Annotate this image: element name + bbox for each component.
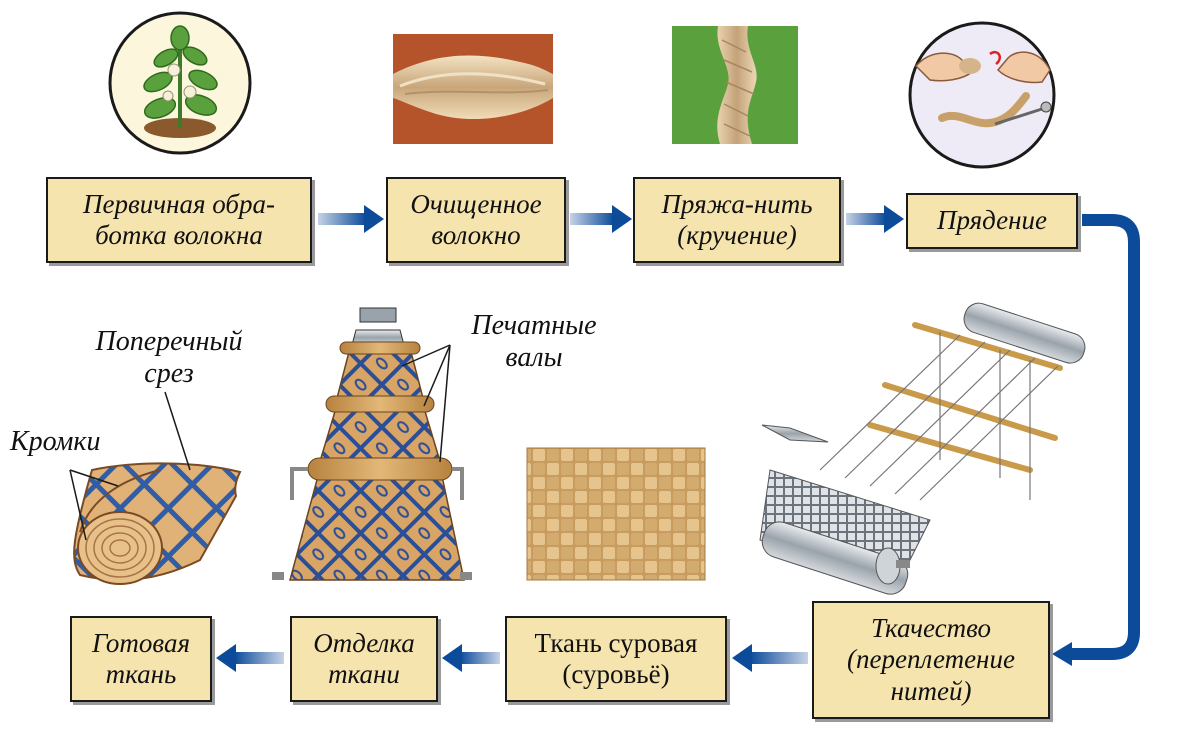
arrow-cleaned-to-yarn — [570, 205, 632, 233]
step-spinning-text: Прядение — [936, 205, 1048, 236]
step-greige-fabric: Ткань суровая (суровьё) — [505, 616, 727, 702]
loom-icon — [759, 302, 1086, 595]
arrow-weaving-to-greige — [732, 644, 808, 672]
fiber-strand-icon — [393, 34, 553, 144]
label-cross-section: Поперечный срез — [95, 326, 243, 390]
step-finished-fabric: Готовая ткань — [70, 616, 212, 702]
step-spinning: Прядение — [906, 193, 1078, 249]
fabric-roll-icon — [69, 391, 242, 585]
arrow-yarn-to-spinning — [846, 205, 904, 233]
woven-swatch-icon — [526, 447, 706, 581]
step-finishing-text: Отделка ткани — [313, 627, 415, 689]
step-finished-fabric-text: Готовая ткань — [91, 627, 191, 689]
arrow-spinning-to-weaving — [1052, 214, 1140, 666]
step-primary-processing: Первичная обра- ботка волокна — [46, 177, 312, 263]
printing-machine-icon — [272, 307, 472, 581]
hand-spinning-icon — [908, 21, 1056, 169]
label-selvedges: Кромки — [10, 426, 101, 457]
step-yarn-text: Пряжа-нить (кручение) — [661, 188, 813, 250]
label-print-rollers: Печатные валы — [471, 310, 597, 374]
step-finishing: Отделка ткани — [290, 616, 438, 702]
step-greige-fabric-text: Ткань суровая (суровьё) — [534, 627, 698, 689]
step-cleaned-fiber: Очищенное волокно — [386, 177, 566, 263]
twisted-yarn-icon — [672, 26, 798, 144]
step-yarn: Пряжа-нить (кручение) — [633, 177, 841, 263]
arrow-primary-to-cleaned — [318, 205, 384, 233]
cotton-plant-icon — [108, 11, 252, 155]
arrow-finishing-to-finished — [216, 644, 284, 672]
step-weaving-text: Ткачество (переплетение нитей) — [847, 613, 1015, 706]
step-primary-processing-text: Первичная обра- ботка волокна — [83, 188, 275, 250]
arrow-greige-to-finishing — [442, 644, 500, 672]
step-weaving: Ткачество (переплетение нитей) — [812, 601, 1050, 719]
step-cleaned-fiber-text: Очищенное волокно — [410, 188, 542, 250]
